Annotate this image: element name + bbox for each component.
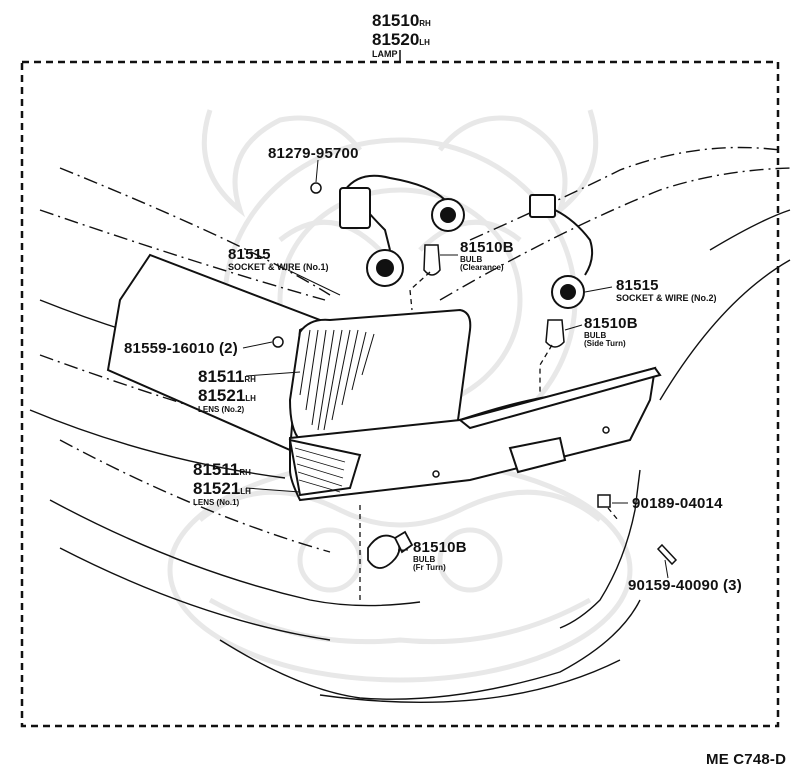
- lens-no2-hatching: [299, 329, 375, 431]
- callout-socket-no1: 81515 SOCKET & WIRE (No.1): [228, 247, 329, 272]
- callout-lens-no1: 81511RH 81521LH LENS (No.1): [193, 461, 251, 507]
- callout-bulb-side: 81510B BULB (Side Turn): [584, 316, 638, 349]
- part-name-lamp: LAMP: [372, 48, 398, 59]
- lens2-rh: 81511: [198, 367, 245, 386]
- callout-bulb-front: 81510B BULB (Fr Turn): [413, 540, 467, 573]
- bulb-front-pn: 81510B: [413, 539, 467, 556]
- callout-lens-no2: 81511RH 81521LH LENS (No.2): [198, 368, 256, 414]
- header-lamp: 81510RH 81520LH LAMP: [372, 12, 431, 59]
- callout-socket-no2: 81515 SOCKET & WIRE (No.2): [616, 278, 717, 303]
- callout-nut-right: 90189-04014: [632, 495, 723, 512]
- socket-no2-pn: 81515: [616, 277, 659, 294]
- side-marker-housing: [288, 366, 662, 502]
- lens2-lh-side: LH: [245, 393, 256, 403]
- bulb-side-turn: [545, 319, 565, 348]
- lens1-rh-side: RH: [239, 468, 251, 477]
- bulb-side-desc: (Side Turn): [584, 339, 626, 349]
- small-fasteners: [272, 182, 678, 566]
- bulb-front-desc: (Fr Turn): [413, 563, 446, 573]
- part-number-rh: 81510: [372, 11, 420, 30]
- part-number-lh: 81520: [372, 29, 420, 49]
- lens-no1-hatching: [294, 447, 346, 493]
- bulb-side-name: BULB: [584, 330, 607, 340]
- callout-screw-left: 81559-16010 (2): [124, 340, 238, 357]
- lens1-rh: 81511: [193, 460, 240, 479]
- diagram-code: ME C748-D: [706, 751, 787, 768]
- socket-no2-desc: SOCKET & WIRE (No.2): [616, 292, 717, 303]
- lens1-desc: LENS (No.1): [193, 497, 240, 507]
- alignment-lines: [359, 271, 619, 600]
- callout-bulb-clearance: 81510B BULB (Clearance): [460, 240, 514, 273]
- socket-no1-pn: 81515: [228, 246, 271, 263]
- lamp-housing: [106, 253, 472, 452]
- lens2-desc: LENS (No.2): [198, 404, 245, 414]
- side-lh: LH: [419, 37, 430, 47]
- leader-lines: [242, 159, 669, 579]
- side-rh: RH: [419, 19, 431, 28]
- lens1-lh-side: LH: [240, 486, 251, 496]
- bulb-clearance: [423, 244, 441, 276]
- callout-screw-right: 90159-40090 (3): [628, 577, 742, 594]
- socket-wire-no2: [529, 194, 594, 309]
- lens1-lh: 81521: [193, 478, 241, 498]
- bulb-clearance-desc: (Clearance): [460, 263, 504, 273]
- car-body-outline: [29, 146, 791, 704]
- socket-wire-no1: [339, 174, 465, 287]
- bulb-front-turn: [367, 530, 414, 569]
- socket-no1-desc: SOCKET & WIRE (No.1): [228, 261, 329, 272]
- bulb-side-pn: 81510B: [584, 315, 638, 332]
- bulb-clearance-name: BULB: [460, 254, 483, 264]
- bulb-clearance-pn: 81510B: [460, 239, 514, 256]
- lens2-lh: 81521: [198, 385, 246, 405]
- lens2-rh-side: RH: [244, 375, 256, 384]
- callout-clip-top: 81279-95700: [268, 145, 359, 162]
- bulb-front-name: BULB: [413, 554, 436, 564]
